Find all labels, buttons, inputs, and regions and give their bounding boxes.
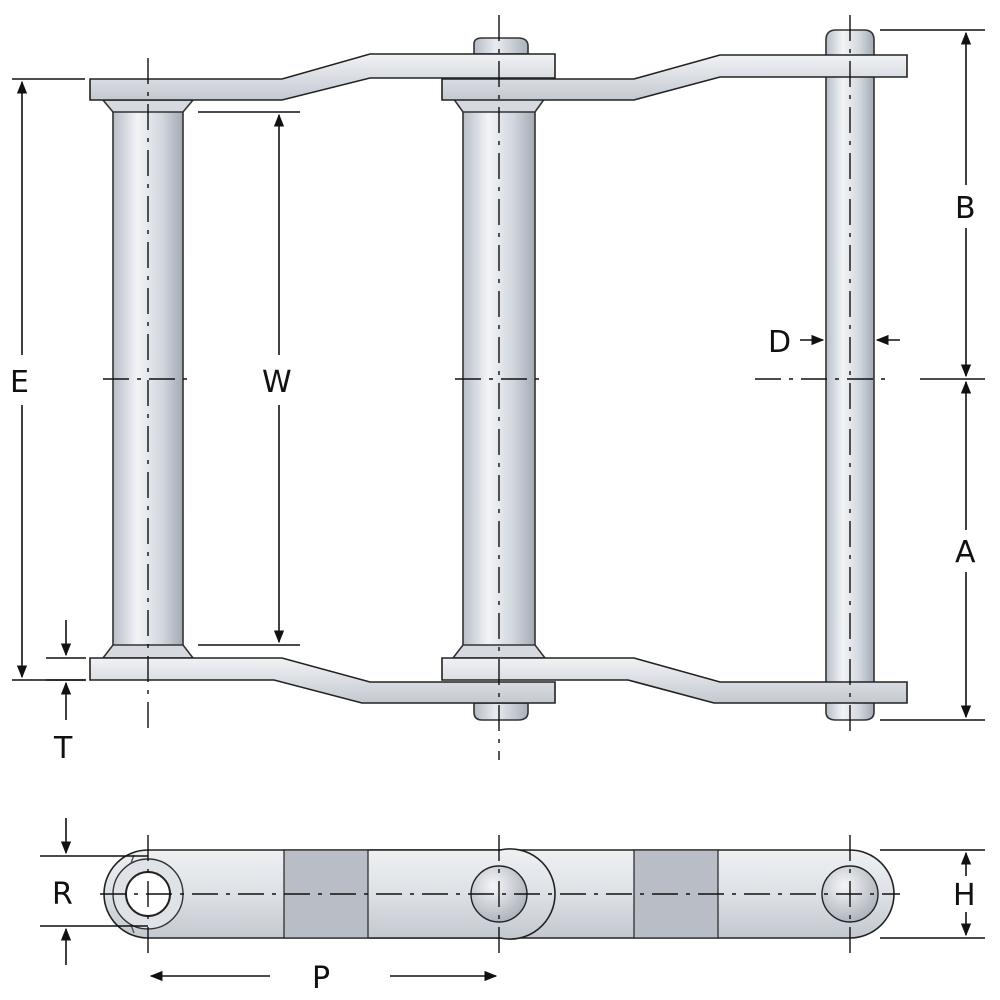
label-h: H <box>953 878 976 913</box>
top-view: E W T B A D <box>10 15 985 766</box>
label-w: W <box>262 365 292 400</box>
top-plate-right <box>441 54 908 101</box>
label-p: P <box>312 961 330 996</box>
top-plate-left <box>89 53 556 101</box>
bottom-plate-right <box>441 657 908 704</box>
label-b: B <box>955 191 976 226</box>
label-e: E <box>10 365 29 400</box>
bottom-plate-left <box>89 657 556 704</box>
middle-pin-head-top <box>473 37 529 55</box>
side-view: R H P <box>40 818 985 996</box>
label-d: D <box>768 325 791 360</box>
label-r: R <box>52 877 73 912</box>
middle-pin-bottom-flare <box>451 644 547 659</box>
label-a: A <box>955 535 976 570</box>
middle-pin-head-bottom <box>473 702 529 721</box>
label-t: T <box>53 731 73 766</box>
